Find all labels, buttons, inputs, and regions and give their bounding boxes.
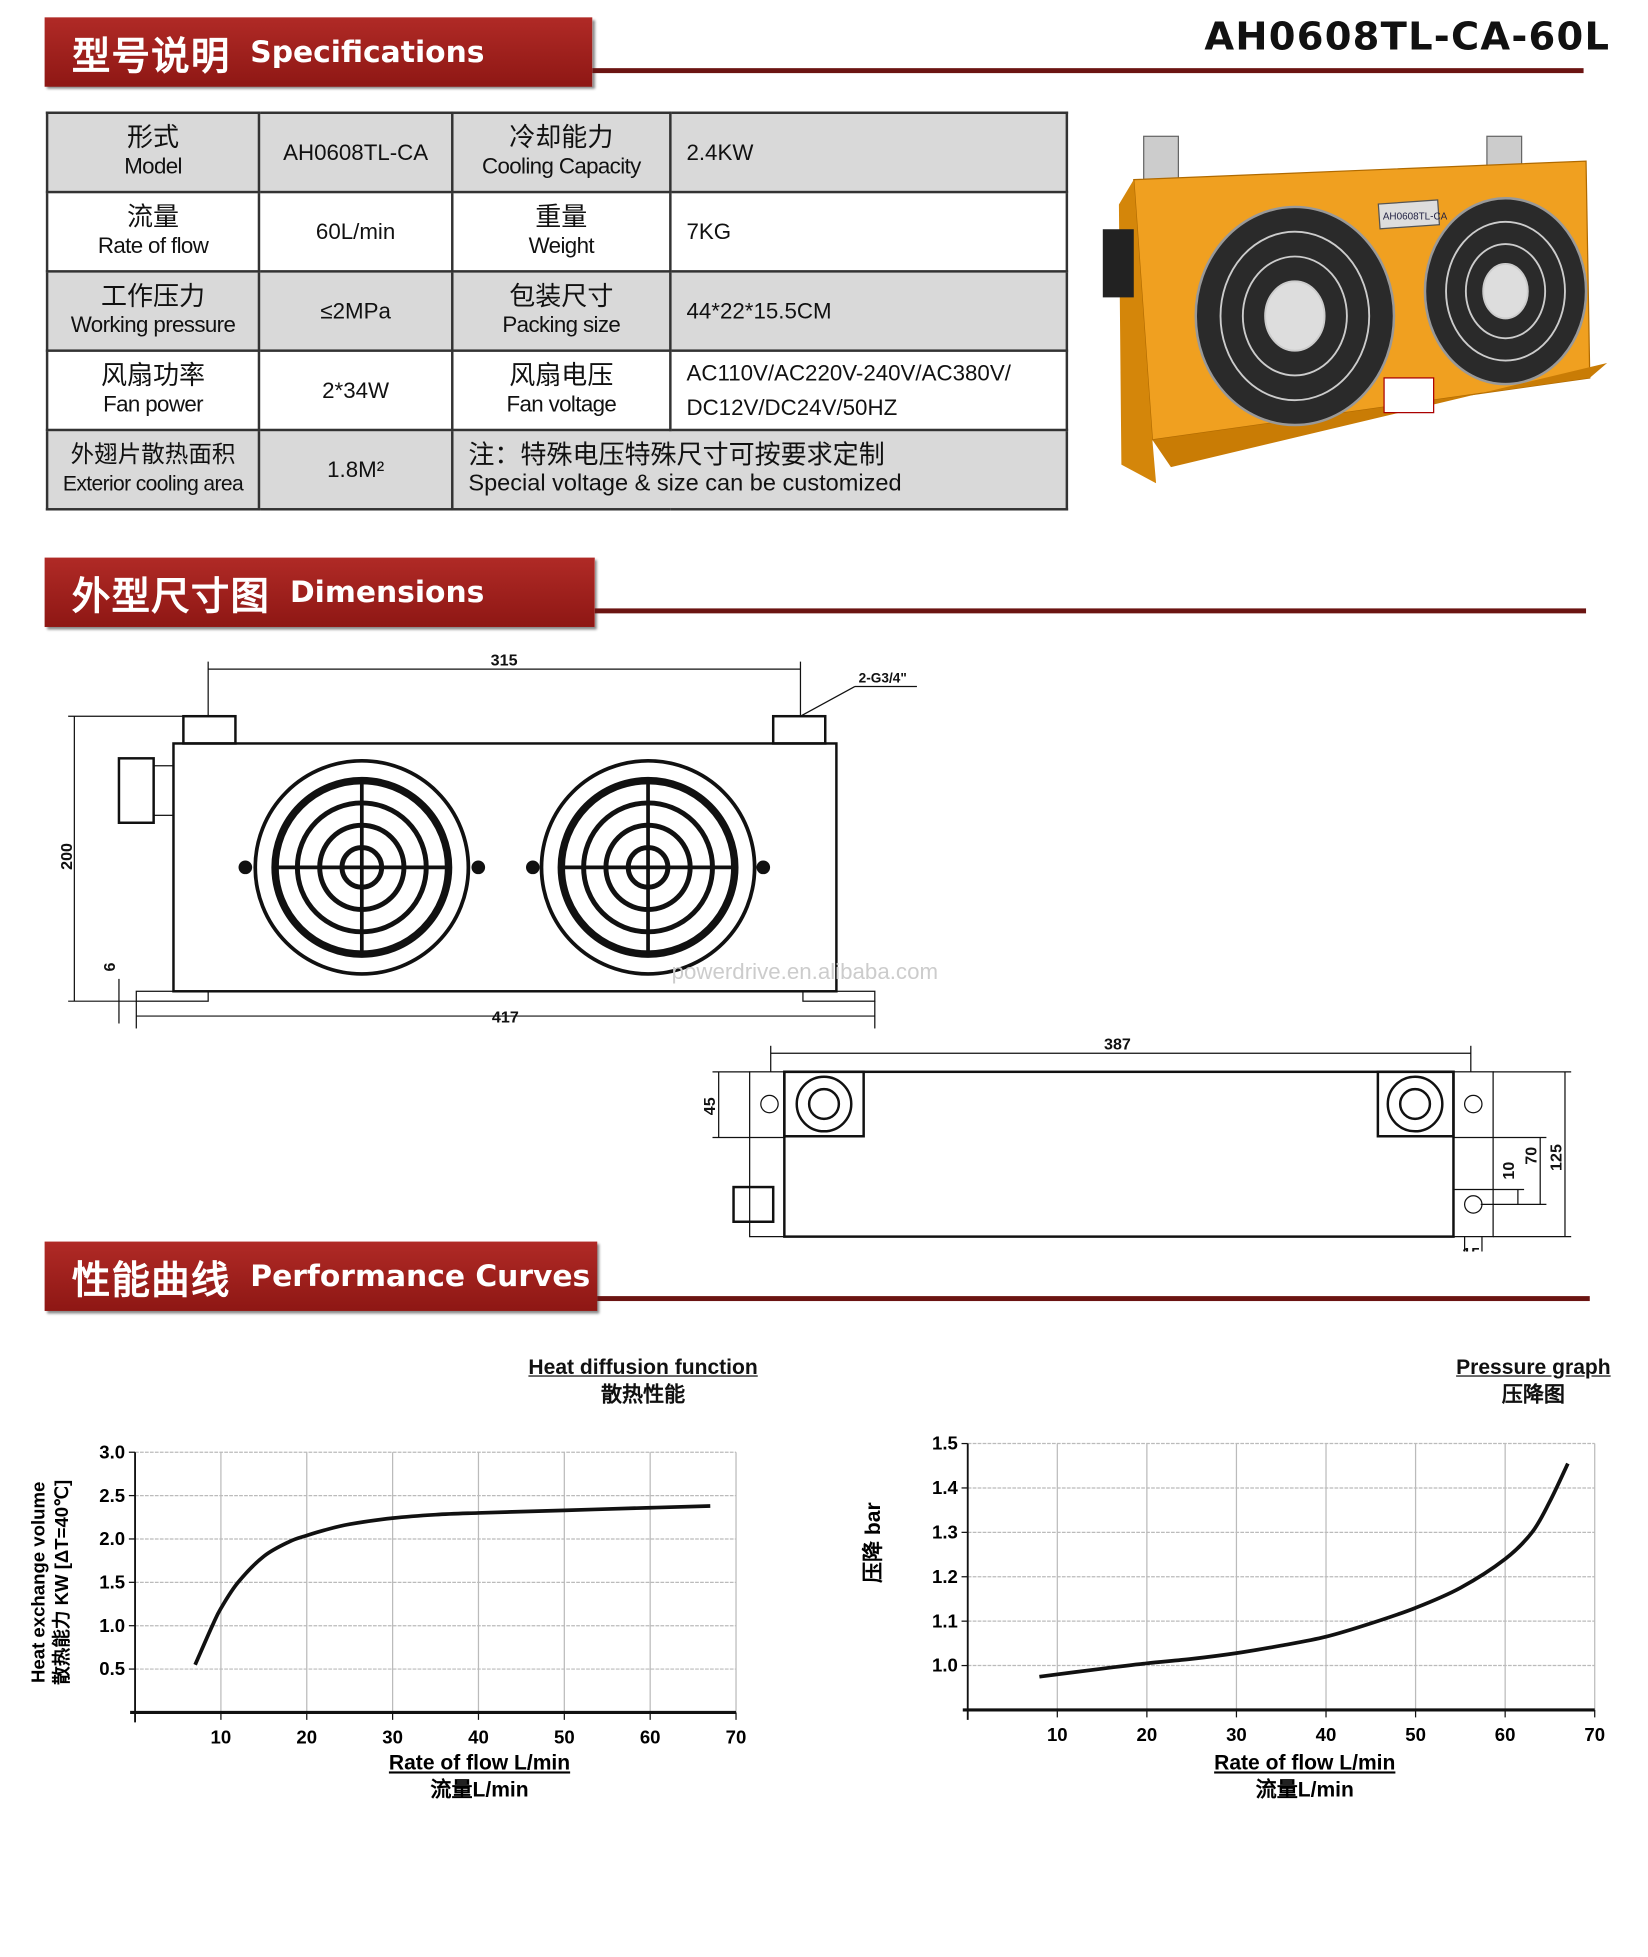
y-tick-label: 1.4 [932, 1477, 958, 1498]
y-tick-label: 3.0 [99, 1441, 125, 1462]
x-tick-label: 20 [1137, 1724, 1158, 1745]
x-axis-label-zh: 流量L/min [1256, 1778, 1354, 1802]
y-tick-label: 1.0 [932, 1655, 958, 1676]
y-tick-label: 1.2 [932, 1566, 958, 1587]
y-tick-label: 1.5 [932, 1433, 958, 1454]
x-axis-label: Rate of flow L/min [389, 1751, 570, 1774]
y-tick-label: 1.1 [932, 1610, 958, 1631]
y-axis-label: 压降 bar [861, 1502, 885, 1583]
x-tick-label: 20 [296, 1726, 317, 1747]
x-tick-label: 40 [1316, 1724, 1337, 1745]
series-line [195, 1506, 710, 1665]
x-tick-label: 50 [1405, 1724, 1426, 1745]
y-tick-label: 2.0 [99, 1528, 125, 1549]
x-tick-label: 30 [1226, 1724, 1247, 1745]
x-axis-label-zh: 流量L/min [430, 1778, 528, 1802]
y-tick-label: 2.5 [99, 1485, 125, 1506]
x-tick-label: 30 [382, 1726, 403, 1747]
y-axis-label-zh: 散热能力 KW [ΔT=40℃] [51, 1480, 72, 1685]
x-tick-label: 10 [1047, 1724, 1068, 1745]
series-line [1039, 1464, 1567, 1677]
x-tick-label: 60 [1495, 1724, 1516, 1745]
y-tick-label: 1.3 [932, 1522, 958, 1543]
y-tick-label: 1.5 [99, 1572, 125, 1593]
x-tick-label: 40 [468, 1726, 489, 1747]
x-axis-label: Rate of flow L/min [1214, 1751, 1395, 1774]
x-tick-label: 10 [211, 1726, 232, 1747]
x-tick-label: 50 [554, 1726, 575, 1747]
y-tick-label: 0.5 [99, 1658, 125, 1679]
x-tick-label: 70 [1584, 1724, 1605, 1745]
y-tick-label: 1.0 [99, 1615, 125, 1636]
x-tick-label: 70 [726, 1726, 747, 1747]
y-axis-label: Heat exchange volume [28, 1482, 49, 1683]
x-tick-label: 60 [640, 1726, 661, 1747]
